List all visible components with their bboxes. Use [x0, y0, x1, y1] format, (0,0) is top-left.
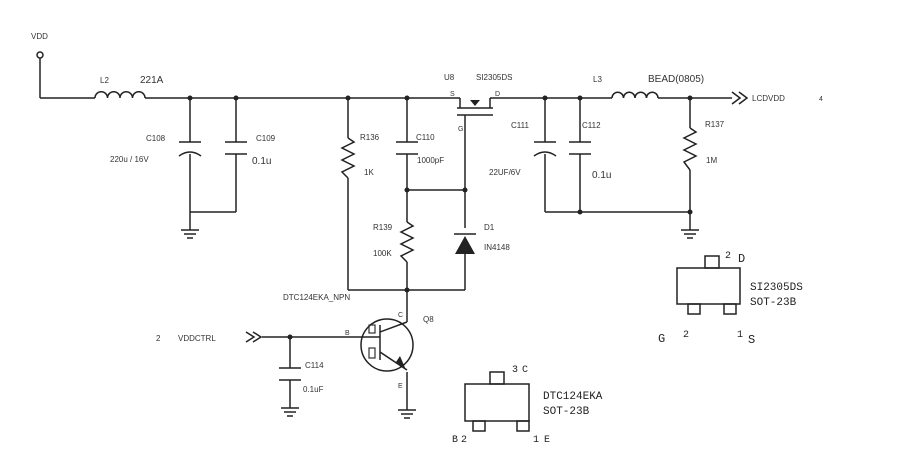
c109-ref: C109: [256, 134, 276, 143]
c111-value: 22UF/6V: [489, 168, 521, 177]
package-si2305ds: [676, 255, 741, 315]
r139-value: 100K: [373, 249, 392, 258]
capacitor-c112: [569, 141, 591, 155]
c111-ref: C111: [511, 121, 529, 130]
si2305-right-pin: 1: [737, 330, 743, 341]
ground-symbol: [680, 221, 700, 239]
resistor-r139: [399, 221, 415, 263]
c108-ref: C108: [146, 134, 166, 143]
q8-base-pin: B: [345, 330, 350, 337]
l3-ref: L3: [593, 75, 602, 84]
l2-ref: L2: [100, 76, 109, 85]
si2305-left-letter: G: [658, 332, 665, 346]
dtc124-left-pin: 2: [461, 435, 467, 446]
q8-collector-pin: C: [398, 312, 403, 319]
c114-ref: C114: [305, 361, 324, 370]
lcdvdd-pin-number: 4: [819, 96, 823, 103]
si2305-package: SOT-23B: [750, 297, 797, 309]
u8-source-pin: S: [450, 91, 455, 98]
d1-ref: D1: [484, 223, 495, 232]
dtc124-left-label: B: [452, 435, 458, 446]
c114-value: 0.1uF: [303, 385, 324, 394]
si2305-left-pin: 2: [683, 330, 689, 341]
si2305-top-label: D: [738, 252, 745, 266]
transistor-q8: [360, 318, 414, 372]
c109-value: 0.1u: [252, 156, 271, 167]
inductor-l2: [94, 91, 146, 99]
si2305-top-pin: 2: [725, 251, 731, 262]
capacitor-c110: [396, 141, 418, 155]
l2-value: 221A: [140, 75, 164, 86]
vddctrl-pin-number: 2: [156, 334, 161, 343]
c112-ref: C112: [582, 121, 601, 130]
u8-ref: U8: [444, 73, 455, 82]
r139-ref: R139: [373, 223, 393, 232]
dtc124-package: SOT-23B: [543, 406, 590, 418]
dtc124-top-pin: 3: [512, 365, 518, 376]
dtc124-right-label: E: [544, 435, 550, 446]
r137-value: 1M: [706, 156, 717, 165]
l3-value: BEAD(0805): [648, 74, 704, 85]
r136-value: 1K: [364, 168, 374, 177]
c110-ref: C110: [416, 133, 435, 142]
q8-emitter-pin: E: [398, 383, 403, 390]
output-port-arrow: [731, 91, 749, 105]
resistor-r137: [682, 127, 698, 171]
si2305-part-name: SI2305DS: [750, 282, 803, 294]
lcdvdd-net-label: LCDVDD: [752, 94, 785, 103]
r136-ref: R136: [360, 133, 380, 142]
dtc124-part-name: DTC124EKA: [543, 391, 603, 403]
capacitor-c108: [178, 141, 202, 157]
u8-gate-pin: G: [458, 126, 463, 133]
ground-symbol: [180, 221, 200, 239]
package-dtc124eka: [464, 371, 530, 432]
junctions: [187, 95, 693, 340]
dtc124-right-pin: 1: [533, 435, 539, 446]
c108-value: 220u / 16V: [110, 155, 149, 164]
diode-d1: [454, 233, 476, 254]
input-port-arrow: [245, 331, 263, 343]
capacitor-c114: [279, 367, 301, 381]
q8-value: DTC124EKA_NPN: [283, 293, 350, 302]
inductor-l3: [611, 91, 659, 99]
capacitor-c109: [225, 141, 247, 155]
resistor-r136: [340, 137, 356, 179]
ground-symbol: [397, 401, 417, 419]
d1-value: IN4148: [484, 243, 510, 252]
q8-ref: Q8: [423, 315, 434, 324]
r137-ref: R137: [705, 120, 725, 129]
vddctrl-net-label: VDDCTRL: [178, 334, 216, 343]
c110-value: 1000pF: [417, 156, 444, 165]
ground-symbol: [280, 399, 300, 417]
u8-value: SI2305DS: [476, 73, 512, 82]
vdd-net-label: VDD: [31, 32, 48, 41]
capacitor-c111: [533, 141, 557, 157]
si2305-right-letter: S: [748, 333, 755, 347]
c112-value: 0.1u: [592, 170, 611, 181]
dtc124-top-label: C: [522, 365, 528, 376]
mosfet-u8: [457, 98, 493, 118]
u8-drain-pin: D: [495, 91, 500, 98]
